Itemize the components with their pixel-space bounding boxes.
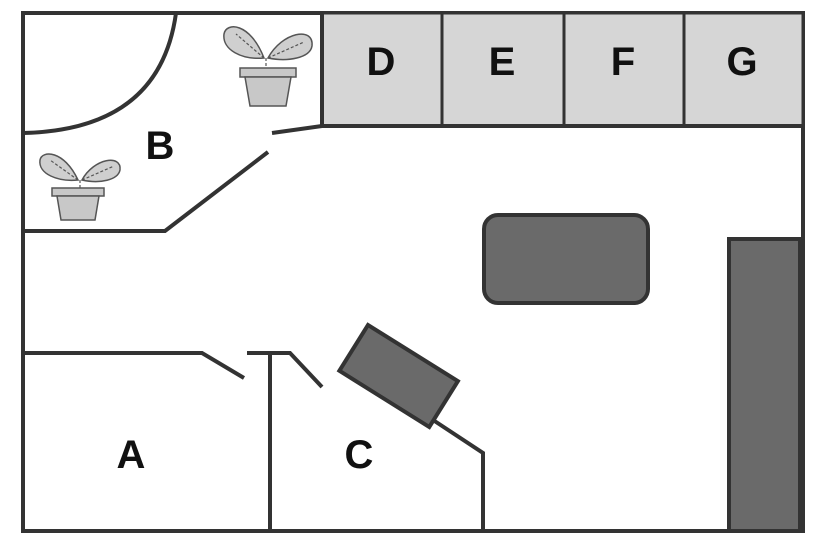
room-c-diagonal-wall xyxy=(428,416,485,531)
room-b-diagonal-wall xyxy=(23,150,270,233)
storage-cells xyxy=(320,11,805,128)
room-label-a: A xyxy=(117,433,146,477)
room-a-top-wall xyxy=(23,351,246,380)
room-label-c: C xyxy=(345,433,374,477)
room-a-c-walls xyxy=(23,351,485,531)
room-b-arc xyxy=(22,12,178,135)
potted-plant-icon xyxy=(223,26,313,107)
room-label-d: D xyxy=(367,40,396,84)
room-b-door-top xyxy=(271,124,323,135)
room-label-f: F xyxy=(611,40,635,84)
angled-desk xyxy=(336,322,461,430)
central-table xyxy=(482,213,650,305)
potted-plant-icon xyxy=(39,153,121,221)
room-label-g: G xyxy=(726,40,757,84)
room-label-b: B xyxy=(146,124,175,168)
room-label-e: E xyxy=(489,40,516,84)
long-counter xyxy=(727,237,802,533)
room-c-door-frame xyxy=(247,351,324,389)
cell-g xyxy=(682,11,805,128)
furniture xyxy=(336,213,802,533)
room-b-walls xyxy=(22,12,323,233)
